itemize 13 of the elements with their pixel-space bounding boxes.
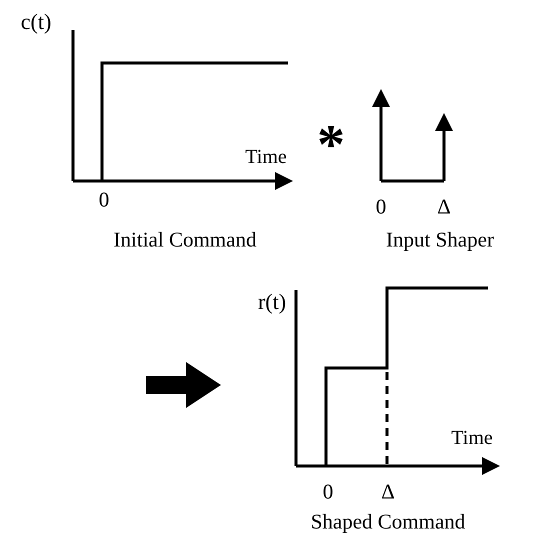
tick-label: 0 bbox=[322, 482, 334, 502]
axis-label: Time bbox=[451, 428, 493, 448]
tick-label: Δ bbox=[381, 482, 395, 502]
tick-label: 0 bbox=[98, 190, 110, 210]
caption: Input Shaper bbox=[386, 230, 494, 250]
tick-label: 0 bbox=[376, 196, 386, 218]
axis-label: c(t) bbox=[20, 11, 52, 33]
operator-symbol: * bbox=[317, 117, 345, 173]
axis-label: r(t) bbox=[258, 291, 286, 313]
caption: Shaped Command bbox=[310, 512, 466, 532]
axis-label: Time bbox=[245, 147, 287, 167]
tick-label: Δ bbox=[437, 196, 451, 218]
caption: Initial Command bbox=[114, 230, 256, 250]
